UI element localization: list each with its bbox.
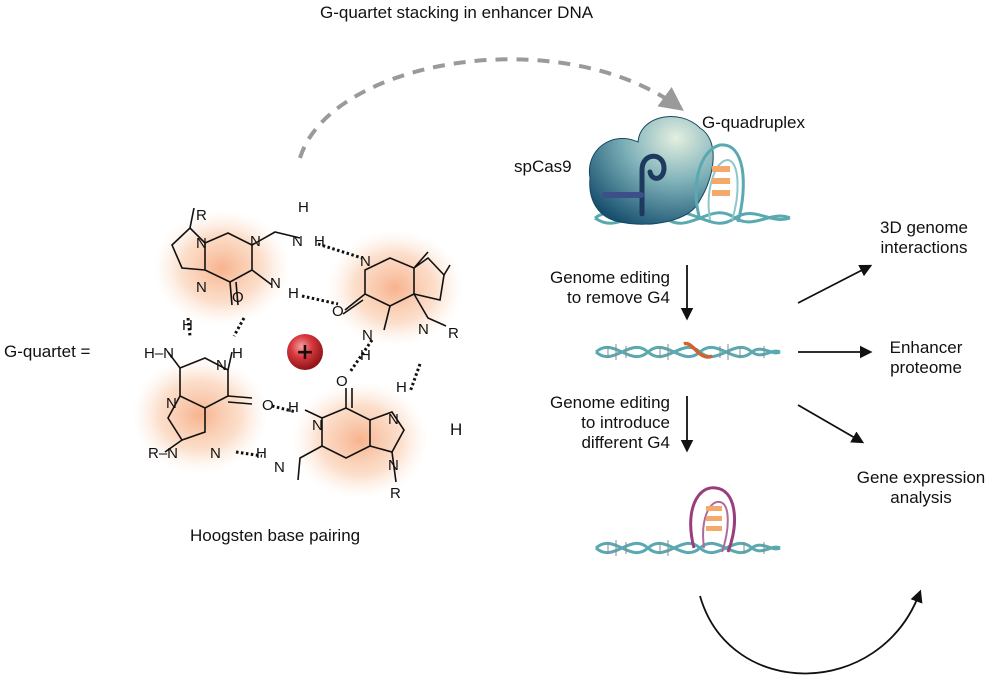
introduce-g4-label: Genome editing to introduce different G4	[508, 393, 670, 453]
svg-text:H: H	[288, 285, 299, 302]
hoogsten-label: Hoogsten base pairing	[190, 526, 361, 545]
outcome-proteome-line1: Enhancer	[889, 338, 963, 357]
g-quadruplex-top	[694, 143, 745, 223]
svg-text:N: N	[270, 275, 281, 292]
svg-text:N: N	[196, 235, 207, 252]
svg-text:O: O	[262, 397, 274, 414]
svg-text:H: H	[396, 379, 407, 396]
dna-helix-middle	[595, 341, 781, 360]
outcome-3d-genome: 3D genome interactions	[856, 218, 992, 258]
svg-text:H–N: H–N	[144, 345, 174, 362]
outcome-proteome: Enhancer proteome	[866, 338, 986, 378]
outcome-expression-line1: Gene expression	[856, 468, 986, 487]
remove-g4-line2: to remove G4	[567, 288, 670, 307]
svg-text:N: N	[388, 457, 399, 474]
svg-text:N: N	[216, 357, 227, 374]
outcome-3d-line1: 3D genome	[880, 218, 968, 237]
g-quartet-label: G-quartet =	[4, 342, 91, 361]
arrow-to-3d	[797, 264, 873, 304]
svg-text:H: H	[256, 445, 267, 462]
g-quartet-structure: R N N H N H N H O N H N O N H N R H H–N …	[132, 199, 463, 502]
outcome-expression: Gene expression analysis	[846, 468, 996, 508]
stacking-arrow	[298, 57, 684, 159]
cation-symbol: +	[296, 340, 314, 365]
svg-text:H: H	[314, 233, 325, 250]
stray-h-label: H	[450, 420, 463, 439]
guanine-glow	[154, 210, 290, 326]
flow-arrows	[680, 264, 923, 675]
svg-text:N: N	[388, 411, 399, 428]
svg-text:N: N	[210, 445, 221, 462]
svg-text:N: N	[292, 233, 303, 250]
introduce-g4-line3: different G4	[581, 433, 670, 452]
svg-text:H: H	[182, 317, 193, 334]
svg-text:N: N	[250, 233, 261, 250]
svg-text:H: H	[360, 347, 371, 364]
guide-rna	[639, 153, 667, 217]
remove-g4-line1: Genome editing	[549, 268, 670, 287]
arrow-to-expression	[797, 404, 865, 444]
svg-text:N: N	[362, 327, 373, 344]
svg-text:R: R	[448, 325, 459, 342]
outcome-proteome-line2: proteome	[890, 358, 962, 377]
svg-text:N: N	[360, 253, 371, 270]
svg-text:H: H	[288, 399, 299, 416]
guanine-glow	[132, 357, 268, 473]
guide-rna-stem	[602, 192, 644, 198]
svg-text:O: O	[336, 373, 348, 390]
remove-g4-label: Genome editing to remove G4	[508, 268, 670, 308]
diagram-title: G-quartet stacking in enhancer DNA	[320, 3, 594, 22]
introduce-g4-line1: Genome editing	[549, 393, 670, 412]
dna-helix-bottom	[595, 486, 781, 556]
arrow-curve-bottom	[699, 589, 923, 675]
guanine-glow	[292, 382, 428, 498]
svg-text:N: N	[312, 417, 323, 434]
outcome-expression-line2: analysis	[890, 488, 952, 507]
svg-text:N: N	[166, 395, 177, 412]
svg-text:O: O	[232, 289, 244, 306]
svg-text:H: H	[232, 345, 243, 362]
g-quadruplex-label: G-quadruplex	[702, 113, 806, 132]
svg-text:O: O	[332, 303, 344, 320]
cation	[287, 334, 323, 370]
spcas9-label: spCas9	[514, 157, 572, 176]
svg-text:R: R	[390, 485, 401, 502]
svg-text:H: H	[298, 199, 309, 216]
cas9-complex	[588, 116, 791, 225]
svg-text:N: N	[274, 459, 285, 476]
svg-text:N: N	[418, 321, 429, 338]
outcome-3d-line2: interactions	[880, 238, 968, 257]
svg-text:R–N: R–N	[148, 445, 178, 462]
introduce-g4-line2: to introduce	[581, 413, 670, 432]
svg-text:N: N	[196, 279, 207, 296]
svg-text:R: R	[196, 207, 207, 224]
